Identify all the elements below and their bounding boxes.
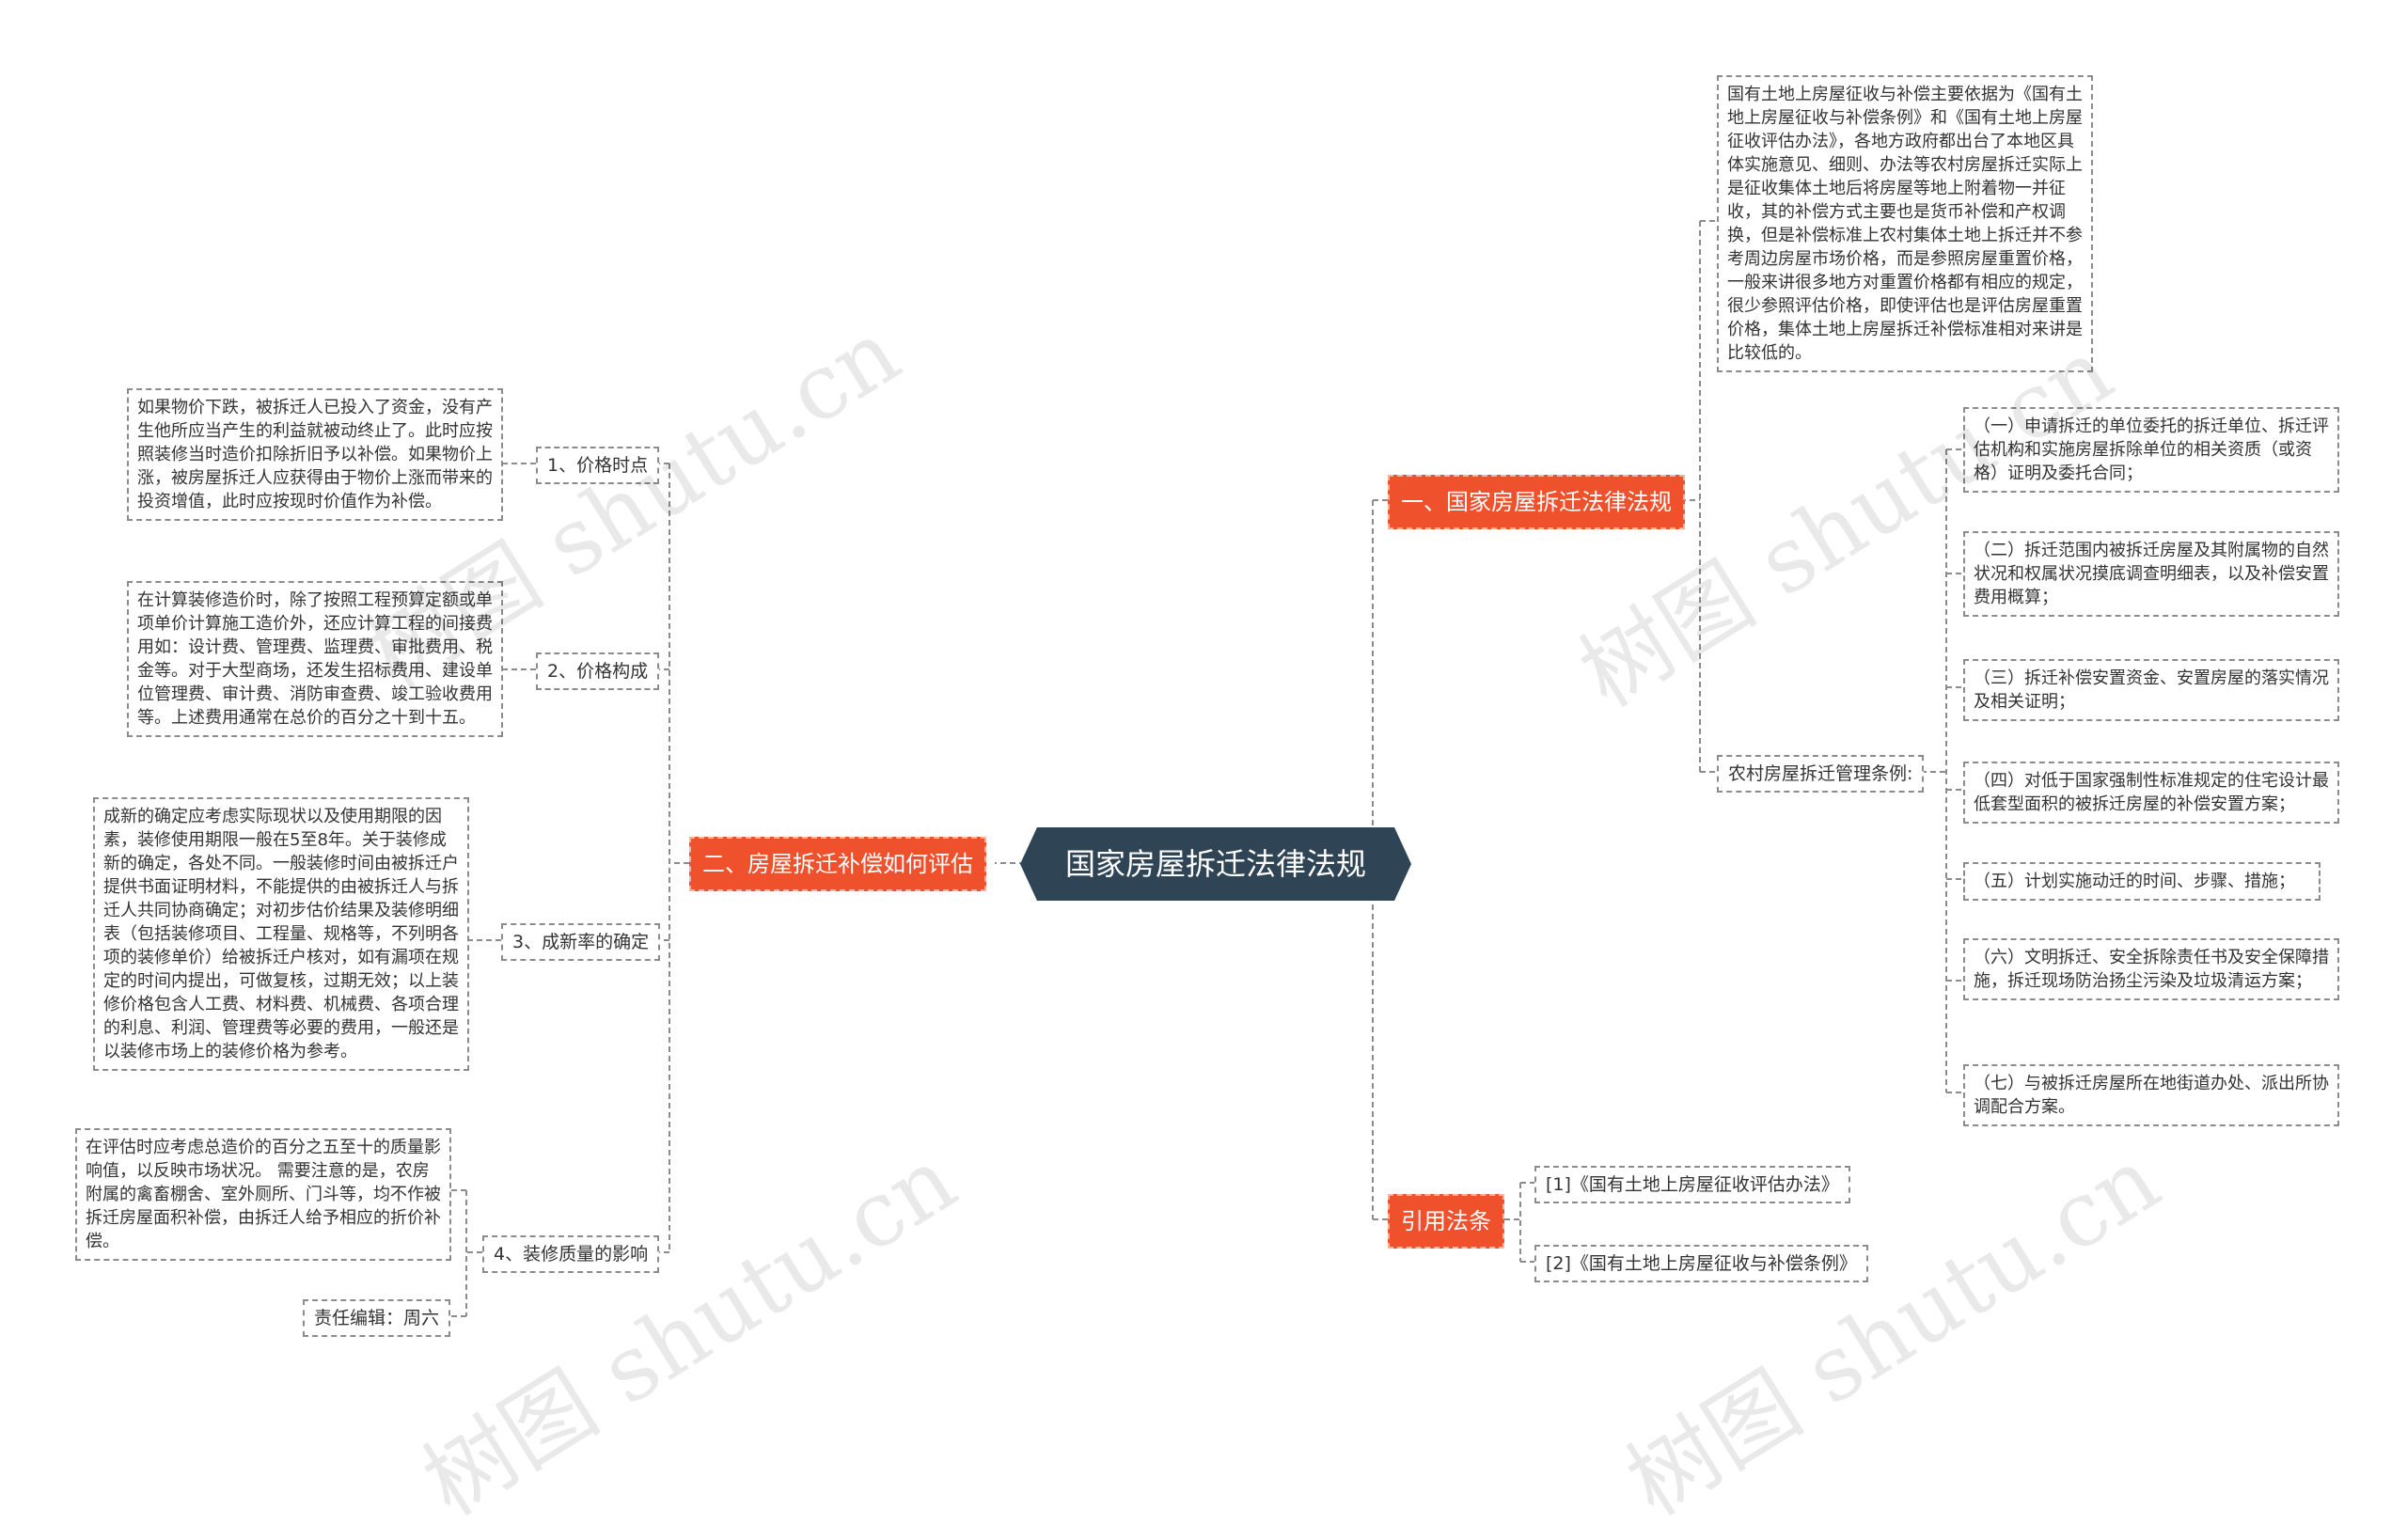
eval-detail-price-composition: 在计算装修造价时，除了按照工程预算定额或单项单价计算施工造价外，还应计算工程的间… [127, 581, 503, 737]
eval-detail-price-time: 如果物价下跌，被拆迁人已投入了资金，没有产生他所应当产生的利益就被动终止了。此时… [127, 388, 503, 521]
rural-item: （五）计划实施动迁的时间、步骤、措施； [1963, 862, 2320, 901]
citation-item[interactable]: [2]《国有土地上房屋征收与补偿条例》 [1534, 1245, 1868, 1282]
citation-item[interactable]: [1]《国有土地上房屋征收评估办法》 [1534, 1166, 1850, 1203]
eval-topic-price-time[interactable]: 1、价格时点 [536, 447, 660, 484]
rural-item: （四）对低于国家强制性标准规定的住宅设计最低套型面积的被拆迁房屋的补偿安置方案； [1963, 762, 2339, 824]
rural-item: （七）与被拆迁房屋所在地街道办处、派出所协调配合方案。 [1963, 1064, 2339, 1126]
rural-item: （二）拆迁范围内被拆迁房屋及其附属物的自然状况和权属状况摸底调查明细表，以及补偿… [1963, 531, 2339, 617]
branch-law[interactable]: 一、国家房屋拆迁法律法规 [1388, 475, 1685, 529]
eval-topic-price-composition[interactable]: 2、价格构成 [536, 652, 660, 690]
rural-regulation-topic[interactable]: 农村房屋拆迁管理条例: [1717, 755, 1925, 793]
root-topic[interactable]: 国家房屋拆迁法律法规 [1020, 827, 1411, 901]
rural-item: （六）文明拆迁、安全拆除责任书及安全保障措施，拆迁现场防治扬尘污染及垃圾清运方案… [1963, 938, 2339, 1000]
editor-credit: 责任编辑：周六 [303, 1299, 451, 1337]
rural-item: （一）申请拆迁的单位委托的拆迁单位、拆迁评估机构和实施房屋拆除单位的相关资质（或… [1963, 407, 2339, 493]
eval-detail-depreciation: 成新的确定应考虑实际现状以及使用期限的因素，装修使用期限一般在5至8年。关于装修… [93, 797, 469, 1071]
branch-citations[interactable]: 引用法条 [1388, 1194, 1504, 1249]
eval-topic-depreciation[interactable]: 3、成新率的确定 [501, 923, 661, 961]
mind-map: 国家房屋拆迁法律法规 一、国家房屋拆迁法律法规 国有土地上房屋征收与补偿主要依据… [75, 75, 2339, 1536]
eval-topic-quality[interactable]: 4、装修质量的影响 [482, 1235, 660, 1273]
eval-detail-quality: 在评估时应考虑总造价的百分之五至十的质量影响值，以反映市场状况。 需要注意的是，… [75, 1128, 451, 1261]
law-intro-text: 国有土地上房屋征收与补偿主要依据为《国有土地上房屋征收与补偿条例》和《国有土地上… [1717, 75, 2093, 372]
rural-item: （三）拆迁补偿安置资金、安置房屋的落实情况及相关证明； [1963, 659, 2339, 721]
branch-evaluation[interactable]: 二、房屋拆迁补偿如何评估 [689, 837, 986, 891]
